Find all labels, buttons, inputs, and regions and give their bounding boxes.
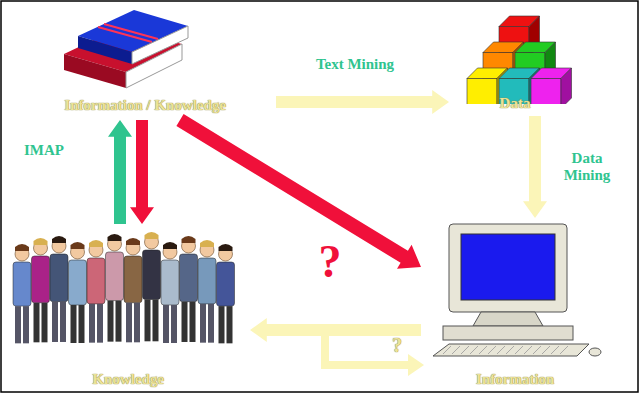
block-arrow bbox=[276, 90, 449, 114]
icon-node: Knowledge bbox=[8, 228, 248, 388]
icon-node: Information bbox=[425, 222, 605, 388]
question-mark: ? bbox=[392, 334, 402, 357]
branch-arrow bbox=[321, 330, 424, 376]
block-arrow bbox=[523, 116, 547, 218]
arrow-label: IMAP bbox=[14, 142, 74, 159]
node-label: Information bbox=[474, 371, 556, 388]
block-arrow bbox=[108, 120, 132, 224]
icon-node: Data bbox=[455, 14, 575, 112]
block-arrow bbox=[176, 114, 421, 269]
block-arrow bbox=[130, 120, 154, 224]
data-cubes-icon bbox=[457, 14, 575, 104]
arrow-label: ? bbox=[300, 236, 360, 289]
people-icon bbox=[10, 232, 246, 348]
node-label: Data bbox=[498, 95, 533, 112]
computer-icon bbox=[427, 222, 603, 362]
arrow-label: Data Mining bbox=[554, 150, 620, 185]
node-label: Information / Knowledge bbox=[62, 97, 228, 114]
book-icon bbox=[64, 4, 190, 90]
node-label: Knowledge bbox=[90, 371, 166, 388]
icon-node: Information / Knowledge bbox=[20, 4, 270, 114]
arrow-label: Text Mining bbox=[290, 56, 420, 73]
